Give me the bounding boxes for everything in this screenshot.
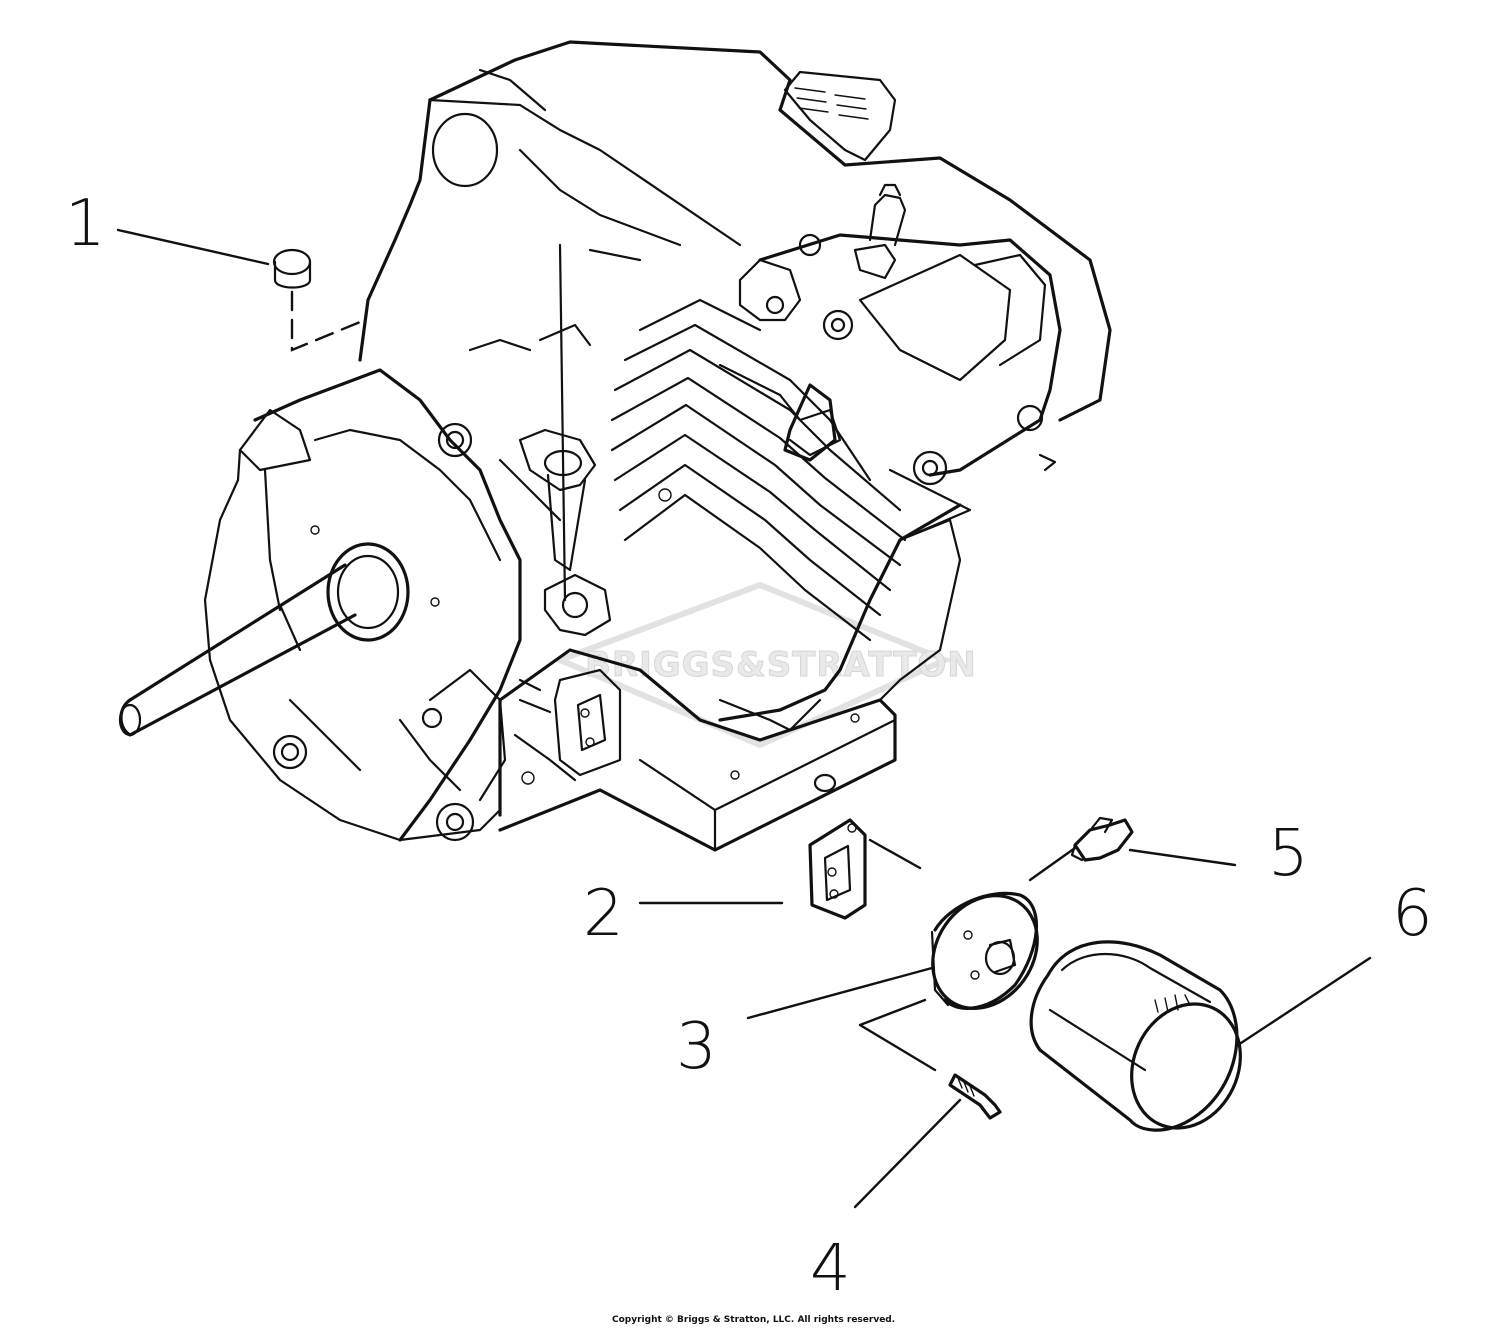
engine-assembly [118, 40, 1112, 852]
watermark: BRIGGS&STRATTON [551, 581, 977, 749]
watermark-text: BRIGGS&STRATTON [585, 645, 977, 685]
part-6-oil-filter [1029, 940, 1242, 1132]
callout-5: 5 [1268, 817, 1309, 891]
part-5-oil-pressure-switch [1070, 816, 1134, 862]
callout-2: 2 [583, 877, 624, 951]
part-3-filter-adapter [930, 846, 1077, 1010]
copyright-notice: Copyright © Briggs & Stratton, LLC. All … [612, 1315, 895, 1325]
leader-lines [116, 228, 1372, 1209]
part-1-plug [272, 248, 362, 352]
callout-3: 3 [676, 1010, 717, 1084]
part-4-screw [858, 998, 1002, 1120]
callout-6: 6 [1392, 877, 1433, 951]
part-2-gasket [808, 818, 922, 920]
callout-1: 1 [65, 187, 106, 261]
callout-labels: 1 2 3 4 5 6 [65, 187, 1433, 1306]
callout-4: 4 [810, 1232, 851, 1306]
